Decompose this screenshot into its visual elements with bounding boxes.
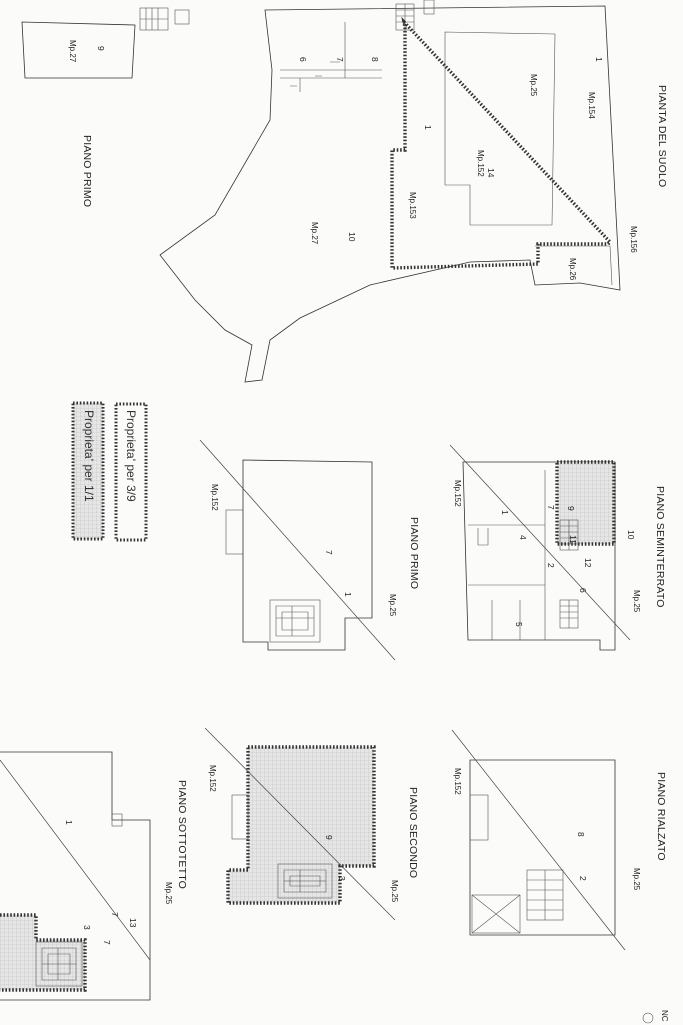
site-plan: PIANTA DEL SUOLO Mp.154 Mp.25 Mp.152 Mp.… [159, 0, 668, 383]
plan-piano-secondo: PIANO SECONDO Mp.152 Mp.25 9 3 [204, 727, 419, 921]
ownership-legend: Proprieta' per 3/9 Proprieta' per 1/1 [71, 401, 148, 542]
parcel-label: Mp.152 [210, 484, 219, 511]
unit-number: 3 [337, 876, 347, 881]
unit-number: 11 [568, 535, 578, 544]
parcel-label: Mp.25 [632, 868, 641, 891]
site-ownership-boundary [390, 16, 613, 270]
unit-number: 6 [578, 588, 588, 593]
parcel-label: Mp.152 [208, 765, 217, 792]
unit-number: 1 [594, 57, 604, 62]
small-plan-piano-primo: 9 Mp.27 PIANO PRIMO [21, 7, 190, 207]
unit-number: 7 [324, 550, 334, 555]
title-piano-primo-top: PIANO PRIMO [81, 135, 93, 207]
unit-number: 9 [96, 46, 106, 51]
parcel-label: Mp.25 [632, 590, 641, 613]
unit-number: 14 [486, 168, 496, 178]
unit-number: 9 [324, 835, 334, 840]
parcel-label: Mp.154 [587, 92, 596, 119]
unit-number: 5 [514, 622, 524, 627]
title-piano-rialzato: PIANO RIALZATO [655, 772, 667, 861]
unit-number: 10 [626, 530, 636, 540]
parcel-label: Mp.25 [164, 882, 173, 905]
unit-number: 8 [370, 57, 380, 62]
parcel-label: Mp.25 [388, 594, 397, 617]
parcel-label: Mp.152 [453, 480, 462, 507]
unit-number: 13 [128, 918, 138, 928]
unit-number: 9 [566, 506, 576, 511]
title-piano-seminterrato: PIANO SEMINTERRATO [654, 486, 666, 608]
parcel-label: Mp.25 [390, 880, 399, 903]
parcel-label: Mp.152 [476, 150, 485, 177]
plan-piano-seminterrato: PIANO SEMINTERRATO Mp.152 Mp.25 10 11 12… [449, 444, 666, 651]
unit-number: 1 [423, 125, 433, 130]
unit-number: 1 [500, 510, 510, 515]
unit-number: 6 [298, 57, 308, 62]
parcel-label: Mp.153 [408, 192, 417, 219]
unit-number: 1 [64, 820, 74, 825]
plan-piano-primo: PIANO PRIMO Mp.152 Mp.25 7 1 [199, 439, 420, 661]
plan-piano-rialzato: PIANO RIALZATO Mp.152 Mp.25 8 2 [451, 729, 667, 951]
unit-number: 12 [583, 558, 593, 568]
title-pianta-del-suolo: PIANTA DEL SUOLO [656, 85, 668, 187]
parcel-label: Mp.152 [453, 768, 462, 795]
parcel-label: Mp.156 [629, 226, 638, 253]
title-piano-primo: PIANO PRIMO [408, 517, 420, 589]
legend-share-3-9: Proprieta' per 3/9 [124, 410, 138, 502]
unit-number: 7 [335, 57, 345, 62]
parcel-label: Mp.27 [310, 222, 319, 245]
unit-number: 2 [546, 563, 556, 568]
title-piano-secondo: PIANO SECONDO [407, 787, 419, 878]
unit-number: 7 [546, 505, 556, 510]
unit-number: 4 [518, 535, 528, 540]
footer-fragment: NC [660, 1010, 669, 1022]
parcel-label: Mp.27 [68, 40, 77, 63]
unit-number: 7 [110, 912, 120, 917]
unit-number: 2 [578, 876, 588, 881]
plan-piano-sottotetto: PIANO SOTTOTETTO Mp.25 13 7 7 3 1 [0, 751, 188, 1001]
legend-share-1-1: Proprieta' per 1/1 [82, 410, 96, 502]
unit-number: 10 [347, 232, 357, 242]
parcel-label: Mp.25 [529, 74, 538, 97]
unit-number: 8 [576, 832, 586, 837]
parcel-label: Mp.26 [568, 258, 577, 281]
unit-number: 7 [102, 940, 112, 945]
unit-number: 3 [82, 925, 92, 930]
title-piano-sottotetto: PIANO SOTTOTETTO [176, 780, 188, 889]
unit-number: 1 [343, 592, 353, 597]
